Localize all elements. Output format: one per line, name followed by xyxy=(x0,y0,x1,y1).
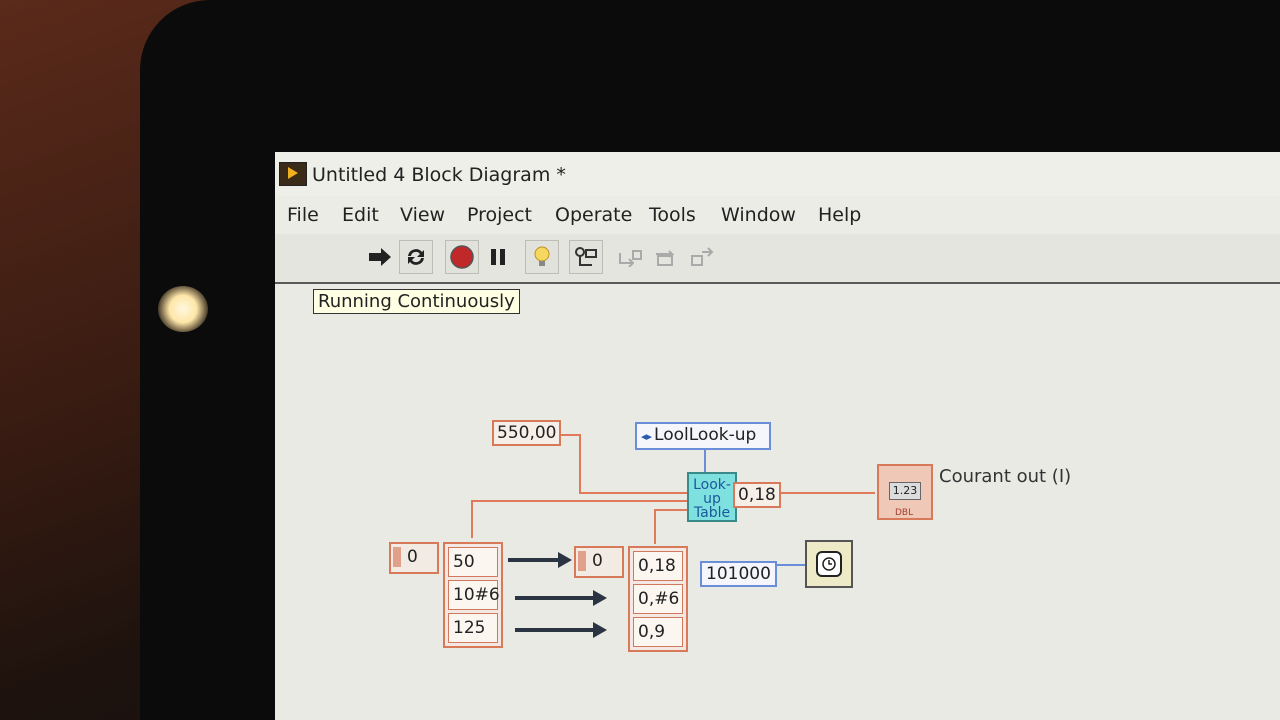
step-over-icon[interactable] xyxy=(649,240,683,274)
courant-out-indicator[interactable]: 1.23 DBL xyxy=(877,464,933,520)
step-into-icon[interactable] xyxy=(613,240,647,274)
input-array-element[interactable]: 125 xyxy=(448,613,498,643)
title-bar: Untitled 4 Block Diagram * xyxy=(275,152,1280,196)
labview-icon xyxy=(279,162,307,186)
labview-window: Untitled 4 Block Diagram * File Edit Vie… xyxy=(275,152,1280,720)
wait-ms-constant[interactable]: 101000 xyxy=(700,561,777,587)
indicator-type-tag: DBL xyxy=(895,508,914,518)
wait-ms-function[interactable] xyxy=(805,540,853,588)
index-spinner-icon[interactable] xyxy=(578,551,586,571)
lookup-table-vi[interactable]: Look-up Table xyxy=(687,472,737,522)
flow-arrows xyxy=(508,552,607,638)
output-index-value: 0 xyxy=(592,551,603,571)
toolbar xyxy=(275,234,1280,284)
menu-file[interactable]: File xyxy=(287,204,319,226)
step-out-icon[interactable] xyxy=(685,240,719,274)
menu-help[interactable]: Help xyxy=(818,204,862,226)
lamp-light xyxy=(158,286,208,332)
clock-icon xyxy=(816,551,842,577)
input-array-element[interactable]: 50 xyxy=(448,547,498,577)
lookup-vi-label: LoolLook-up xyxy=(654,425,757,445)
run-continuously-tooltip: Running Continuously xyxy=(313,289,520,314)
diagram-wires xyxy=(471,434,875,638)
run-continuously-icon[interactable] xyxy=(399,240,433,274)
abort-icon[interactable] xyxy=(445,240,479,274)
numeric-constant-550[interactable]: 550,00 xyxy=(492,420,562,446)
run-arrow-icon[interactable] xyxy=(363,240,397,274)
menu-edit[interactable]: Edit xyxy=(342,204,379,226)
menu-operate[interactable]: Operate xyxy=(555,204,633,226)
index-spinner-icon[interactable] xyxy=(393,547,401,567)
menu-bar: File Edit View Project Operate Tools Win… xyxy=(275,196,1280,234)
menu-window[interactable]: Window xyxy=(721,204,796,226)
lookup-output-value[interactable]: 0,18 xyxy=(733,482,781,508)
output-array-element[interactable]: 0,#6 xyxy=(633,584,683,614)
menu-project[interactable]: Project xyxy=(467,204,533,226)
output-array[interactable]: 0,18 0,#6 0,9 xyxy=(628,546,688,652)
retain-wire-icon[interactable] xyxy=(569,240,603,274)
input-array[interactable]: 50 10#6 125 xyxy=(443,542,503,648)
input-array-element[interactable]: 10#6 xyxy=(448,580,500,610)
courant-out-label: Courant out (I) xyxy=(939,466,1072,487)
indicator-display: 1.23 xyxy=(889,482,921,500)
window-title: Untitled 4 Block Diagram * xyxy=(312,164,566,186)
pause-icon[interactable] xyxy=(481,240,515,274)
left-right-arrow-icon: ◂▸ xyxy=(641,430,653,443)
output-array-element[interactable]: 0,9 xyxy=(633,617,683,647)
lookup-vi-constant[interactable]: ◂▸LoolLook-up xyxy=(635,422,771,450)
menu-view[interactable]: View xyxy=(400,204,446,226)
output-array-index[interactable]: 0 xyxy=(574,546,624,578)
menu-tools[interactable]: Tools xyxy=(649,204,696,226)
input-array-index[interactable]: 0 xyxy=(389,542,439,574)
input-index-value: 0 xyxy=(407,547,418,567)
output-array-element[interactable]: 0,18 xyxy=(633,551,683,581)
highlight-bulb-icon[interactable] xyxy=(525,240,559,274)
